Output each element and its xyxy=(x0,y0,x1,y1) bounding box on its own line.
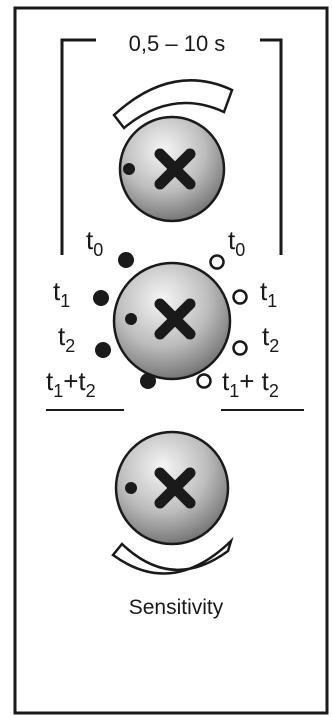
mode-dot-t2-hollow xyxy=(234,342,247,355)
label-t1-left: t1 xyxy=(53,276,70,311)
mode-dot-t1t2-hollow xyxy=(198,375,211,388)
knob-indicator-dot xyxy=(123,163,135,175)
label-t1t2-right: t1+ t2 xyxy=(222,366,279,401)
mode-dot-t2-filled xyxy=(95,342,111,358)
mode-knob[interactable] xyxy=(114,263,230,379)
knob-indicator-dot xyxy=(125,313,137,325)
knob-indicator-dot xyxy=(125,482,137,494)
mode-dot-t1-filled xyxy=(93,290,109,306)
label-t0-left: t0 xyxy=(86,225,103,260)
mode-dot-t0-hollow xyxy=(211,256,224,269)
sensitivity-adjust-arc xyxy=(113,541,231,573)
label-t2-right: t2 xyxy=(262,321,279,356)
sensitivity-label: Sensitivity xyxy=(129,596,224,619)
label-t0-right: t0 xyxy=(228,225,245,260)
mode-dot-t0-filled xyxy=(118,252,134,268)
label-t1-right: t1 xyxy=(260,276,277,311)
sensitivity-knob[interactable] xyxy=(116,432,228,544)
mode-dot-t1-hollow xyxy=(234,291,247,304)
mode-dot-t1t2-filled xyxy=(140,373,156,389)
label-t2-left: t2 xyxy=(58,321,75,356)
time-knob[interactable] xyxy=(120,117,224,221)
time-range-label: 0,5 – 10 s xyxy=(129,31,226,56)
label-t1t2-left: t1+t2 xyxy=(46,366,96,401)
